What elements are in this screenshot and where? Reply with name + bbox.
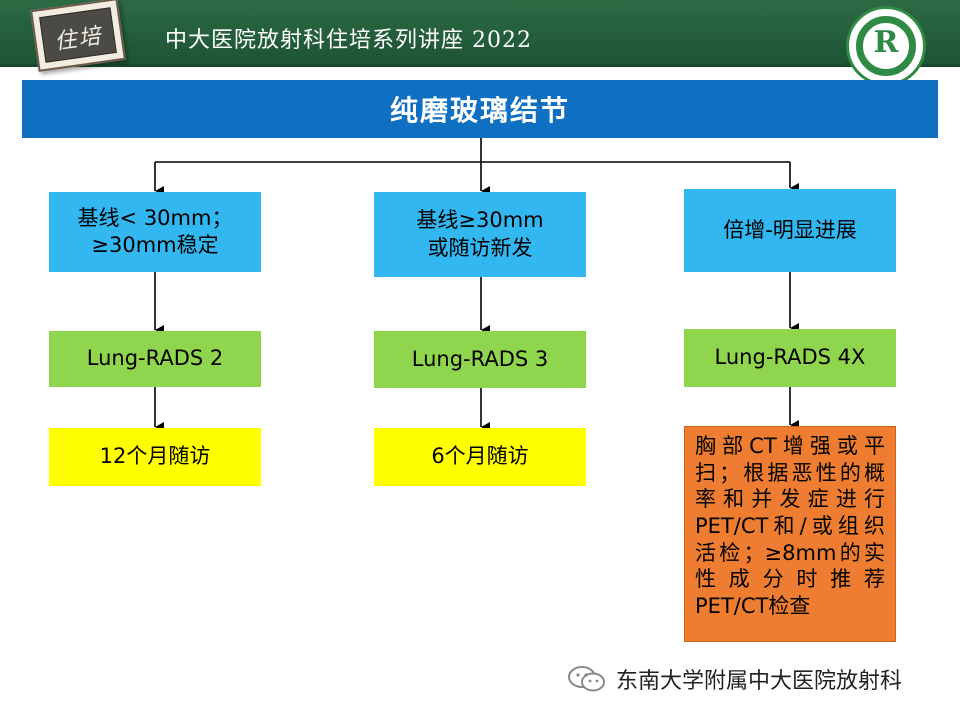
action-box-3: 胸部CT增强或平 扫；根据恶性的概 率和并发症进行 PET/CT和/或组织 活检…	[684, 426, 896, 642]
category-text-3: Lung-RADS 4X	[714, 345, 866, 370]
footer-text: 东南大学附属中大医院放射科	[616, 669, 903, 694]
condition-text-1: 基线< 30mm； ≥30mm稳定	[77, 205, 233, 257]
header-divider	[0, 64, 960, 67]
condition-box-3: 倍增-明显进展	[684, 189, 896, 272]
logo-ring	[856, 16, 916, 76]
action-box-1: 12个月随访	[49, 428, 261, 486]
action-line: 性成分时推荐	[695, 567, 885, 592]
category-text-2: Lung-RADS 3	[411, 346, 549, 371]
category-text-1: Lung-RADS 2	[86, 346, 224, 371]
action-box-2: 6个月随访	[374, 428, 586, 486]
diagram-title: 纯磨玻璃结节	[22, 80, 938, 138]
category-box-3: Lung-RADS 4X	[684, 329, 896, 387]
condition-box-1: 基线< 30mm； ≥30mm稳定	[49, 192, 261, 272]
action-line: 率和并发症进行	[695, 487, 885, 512]
header-title: 中大医院放射科住培系列讲座 2022	[165, 28, 532, 53]
condition-box-2: 基线≥30mm 或随访新发	[374, 192, 586, 277]
category-box-1: Lung-RADS 2	[49, 331, 261, 387]
action-text-1: 12个月随访	[99, 444, 211, 469]
category-box-2: Lung-RADS 3	[374, 331, 586, 388]
wechat-icon	[568, 666, 605, 692]
action-line: PET/CT检查	[695, 593, 811, 618]
action-line: PET/CT和/或组织	[695, 513, 885, 538]
action-line: 胸部CT增强或平	[695, 434, 885, 458]
action-text-2: 6个月随访	[431, 444, 529, 469]
footer-watermark: 东南大学附属中大医院放射科	[566, 664, 902, 694]
condition-text-2: 基线≥30mm 或随访新发	[416, 208, 544, 260]
action-line: 活检；≥8mm的实	[695, 540, 885, 565]
condition-text-3: 倍增-明显进展	[723, 217, 857, 242]
action-text-3: 胸部CT增强或平 扫；根据恶性的概 率和并发症进行 PET/CT和/或组织 活检…	[695, 433, 885, 620]
logo-mark: R	[873, 25, 899, 60]
header-bar	[0, 0, 960, 64]
action-line: 扫；根据恶性的概	[695, 460, 885, 485]
